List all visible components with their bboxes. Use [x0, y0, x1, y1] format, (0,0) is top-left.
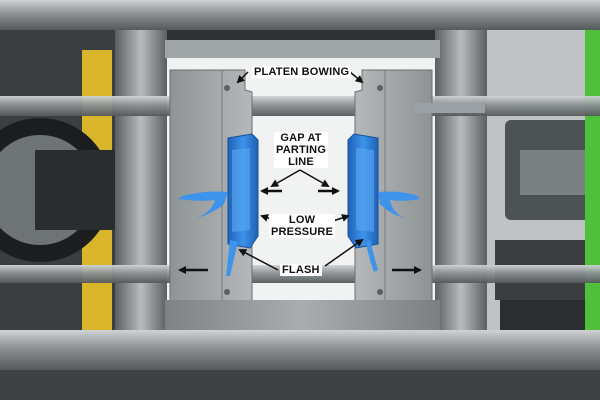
- tie-bar-bottom: [0, 330, 600, 370]
- arrow-gap-left: [270, 169, 301, 187]
- base-plate: [165, 300, 440, 330]
- arrow-bowing-left: [236, 71, 249, 84]
- arrow-bowing-right: [349, 71, 364, 84]
- tie-bar-top: [0, 0, 600, 30]
- arrow-flash-right: [324, 238, 364, 267]
- right-flash: [378, 191, 420, 218]
- tie-bar-upper: [0, 96, 600, 116]
- label-platen-bowing: PLATEN BOWING: [252, 66, 352, 78]
- label-flash: FLASH: [280, 264, 322, 276]
- left-flash: [178, 191, 228, 218]
- label-gap-at-parting-line: GAP AT PARTING LINE: [274, 132, 329, 168]
- arrow-flash-left: [238, 249, 279, 271]
- arrow-gap-right: [299, 169, 330, 187]
- top-plate: [165, 40, 440, 58]
- label-low-pressure: LOW PRESSURE: [269, 214, 336, 238]
